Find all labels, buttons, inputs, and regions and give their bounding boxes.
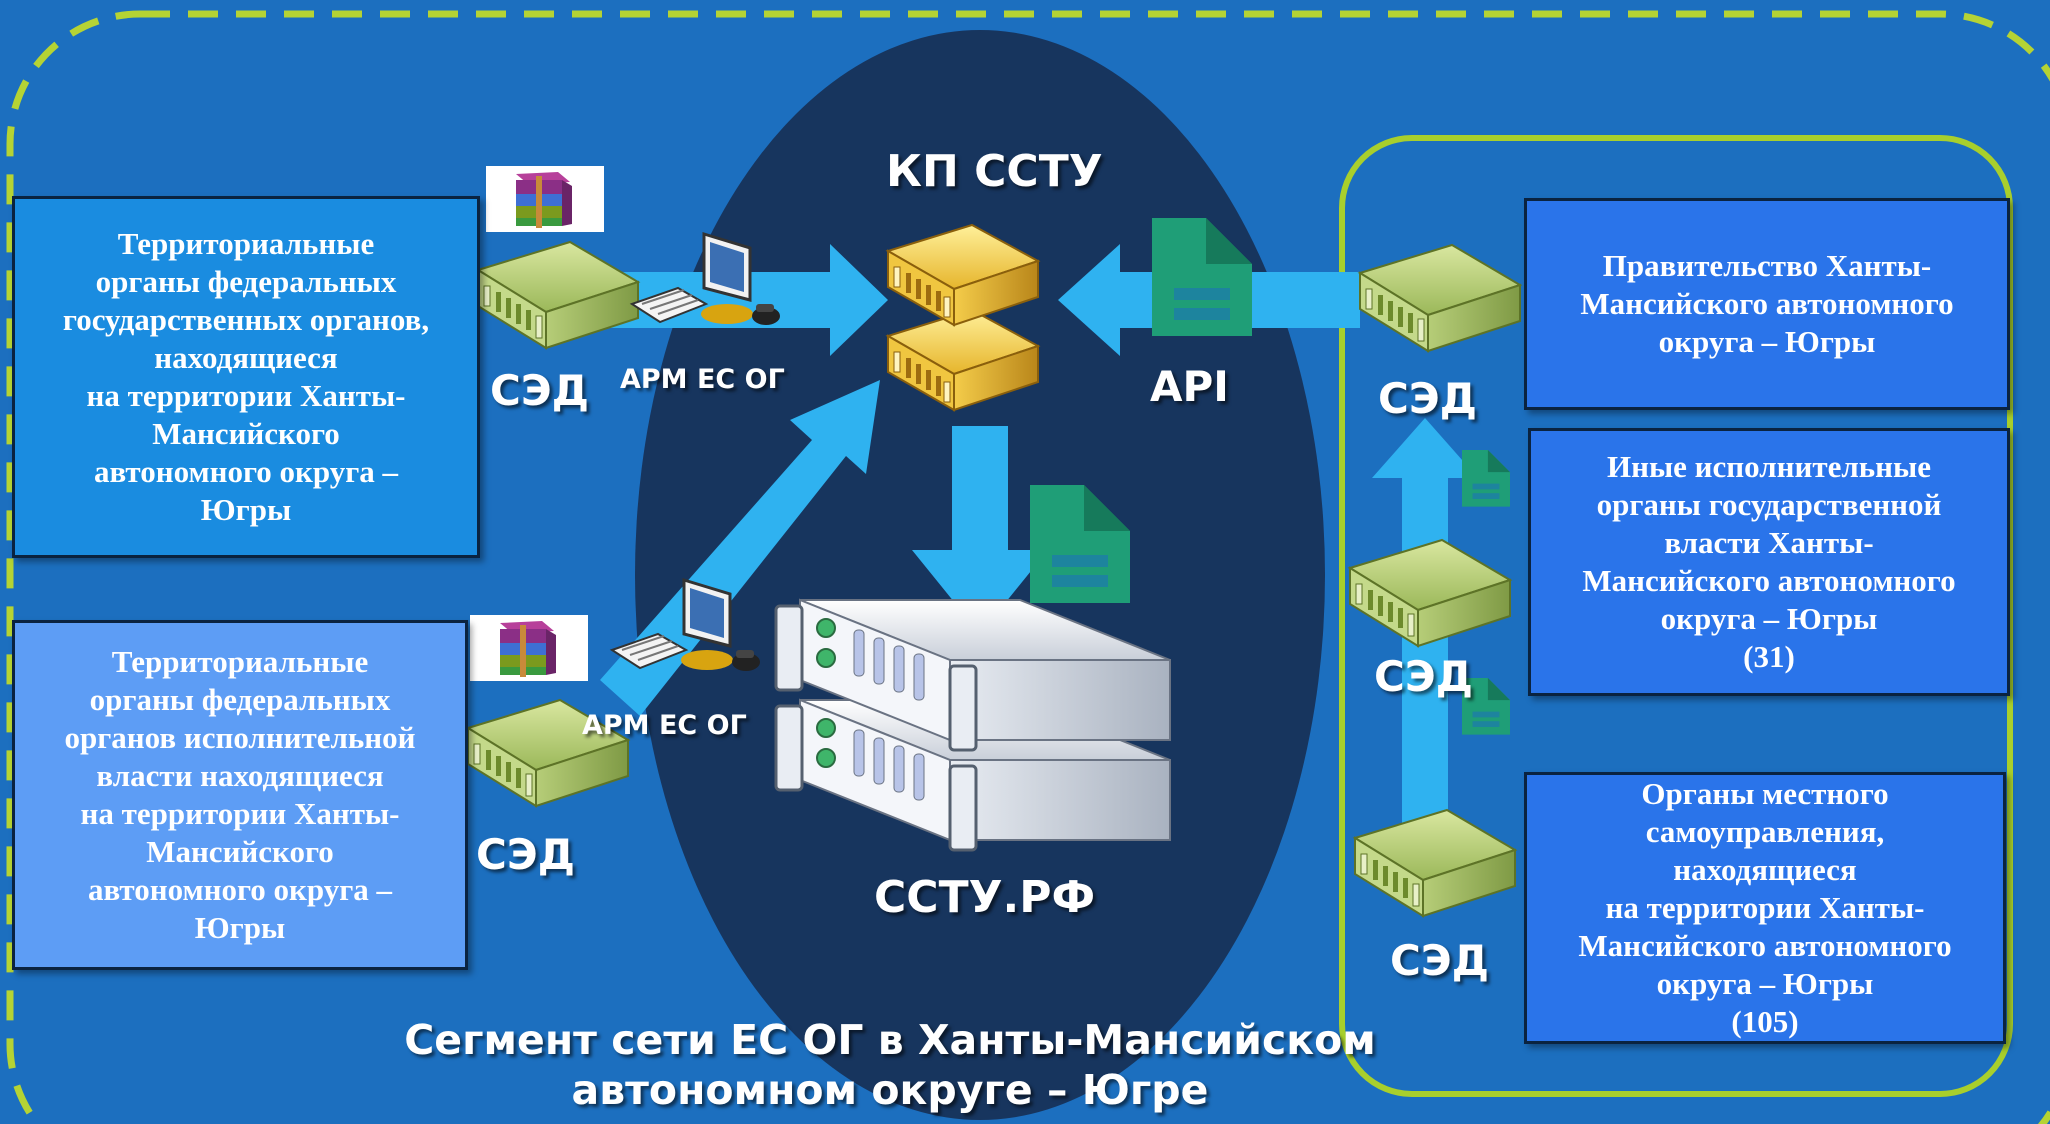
server-icon [1359,244,1521,352]
segment-caption: Сегмент сети ЕС ОГ в Ханты-Мансийском ав… [300,1015,1480,1115]
archive-icon [470,615,588,681]
arm-label-bottom: АРМ ЕС ОГ [582,710,747,741]
left-bottom-box: Территориальные органы федеральных орган… [12,620,468,970]
kp-sstu-label: КП ССТУ [886,146,1103,197]
arrow-down [912,426,1048,634]
sed-label-right-3: СЭД [1390,936,1490,985]
caption-line-2: автономном округе – Югре [571,1066,1209,1114]
server-icon [1349,539,1511,647]
sed-label-right-2: СЭД [1374,652,1474,701]
sstu-rf-label: ССТУ.РФ [874,872,1096,923]
archive-icon [486,166,604,232]
right-frame [1339,135,2013,1097]
api-label: API [1150,362,1229,411]
right-box-executive: Иные исполнительные органы государственн… [1528,428,2010,696]
caption-line-1: Сегмент сети ЕС ОГ в Ханты-Мансийском [404,1016,1376,1064]
arm-label-top: АРМ ЕС ОГ [620,364,785,395]
left-top-box: Территориальные органы федеральных госуд… [12,196,480,558]
server-icon [1354,809,1516,917]
sed-label-left-bottom: СЭД [476,830,576,879]
arrow-left-diagonal [600,380,880,716]
right-box-local: Органы местного самоуправления, находящи… [1524,772,2006,1044]
sed-label-right-1: СЭД [1378,374,1478,423]
server-icon [477,241,639,349]
sed-label-left-top: СЭД [490,366,590,415]
document-icon [1462,450,1510,507]
right-box-government: Правительство Ханты- Мансийского автоном… [1524,198,2010,410]
